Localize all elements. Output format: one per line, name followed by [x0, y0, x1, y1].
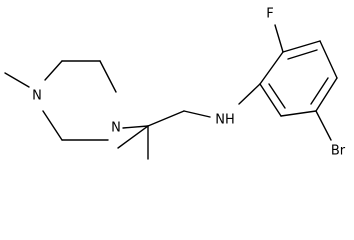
- bond-ring-double: [268, 83, 286, 109]
- bond-ring: [315, 77, 338, 112]
- bond-ring: [42, 110, 63, 141]
- bond-ring: [44, 60, 63, 81]
- bond-ring-double: [310, 77, 329, 105]
- bond-methyl-n: [4, 72, 30, 88]
- atom-label-nh: NH: [215, 113, 235, 128]
- bond-ring-bromine: [315, 110, 332, 141]
- bond-ring: [259, 83, 282, 117]
- benzene-ring: [259, 40, 338, 117]
- piperazine-ring: [42, 60, 117, 141]
- bond-ring: [99, 60, 117, 93]
- atom-label-bromine: Br: [331, 144, 346, 159]
- bond-ring-fluorine: [274, 24, 284, 53]
- bond-ring: [319, 40, 338, 79]
- bond-ch2-nh: [183, 110, 211, 118]
- molecule-structure-diagram: N N NH F Br: [4, 7, 346, 160]
- bond-cquat-methyl: [117, 125, 149, 149]
- atom-label-fluorine: F: [266, 7, 273, 22]
- bond-ring: [282, 40, 321, 53]
- bond-nh-ch2: [238, 83, 261, 105]
- bond-ring-double: [287, 49, 318, 60]
- atom-label-n-ring: N: [111, 121, 121, 136]
- bond-cquat-ch2: [147, 110, 185, 127]
- bond-ring: [259, 51, 284, 85]
- bond-ring: [280, 110, 317, 117]
- atom-label-n-methyl: N: [32, 89, 42, 104]
- bond-n-cquat: [122, 125, 149, 129]
